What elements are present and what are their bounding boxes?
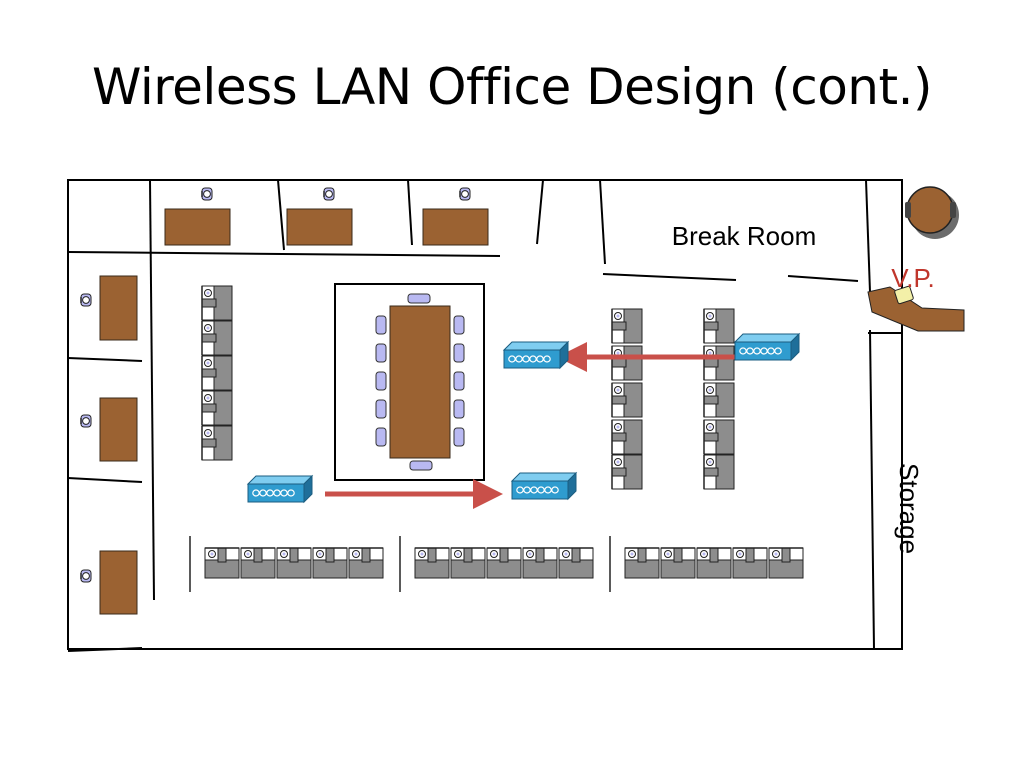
wireless-access-point-icon [511, 472, 577, 500]
office-chair-icon [459, 187, 471, 201]
building-walls [67, 179, 903, 652]
break-room-label: Break Room [672, 221, 817, 251]
office-desk [99, 275, 138, 341]
office-desks-top [164, 187, 489, 246]
cubicle-block-right [611, 308, 735, 490]
office-desks-left [80, 275, 138, 615]
office-desk [422, 208, 489, 246]
office-chair-icon [323, 187, 335, 201]
office-chair-icon [80, 293, 92, 307]
office-desk [99, 550, 138, 615]
office-desk [286, 208, 353, 246]
vp-desk [867, 286, 965, 332]
office-desk [99, 397, 138, 462]
cubicle-block-left [201, 285, 233, 461]
office-chair-icon [80, 414, 92, 428]
round-table [906, 186, 954, 234]
wireless-access-point-icon [503, 341, 569, 369]
vp-label: V.P. [891, 263, 934, 293]
cubicle-block-bottom [189, 536, 804, 592]
conference-room [334, 283, 485, 481]
storage-label: Storage [894, 463, 924, 554]
office-chair-icon [80, 569, 92, 583]
conference-table [389, 305, 451, 459]
vp-office-furniture [867, 186, 965, 332]
wireless-access-point-icon [734, 333, 800, 361]
slide-title: Wireless LAN Office Design (cont.) [91, 58, 933, 116]
office-chair-icon [201, 187, 213, 201]
office-desk [164, 208, 231, 246]
signal-arrows [325, 342, 737, 509]
wireless-access-point-icon [247, 475, 313, 503]
